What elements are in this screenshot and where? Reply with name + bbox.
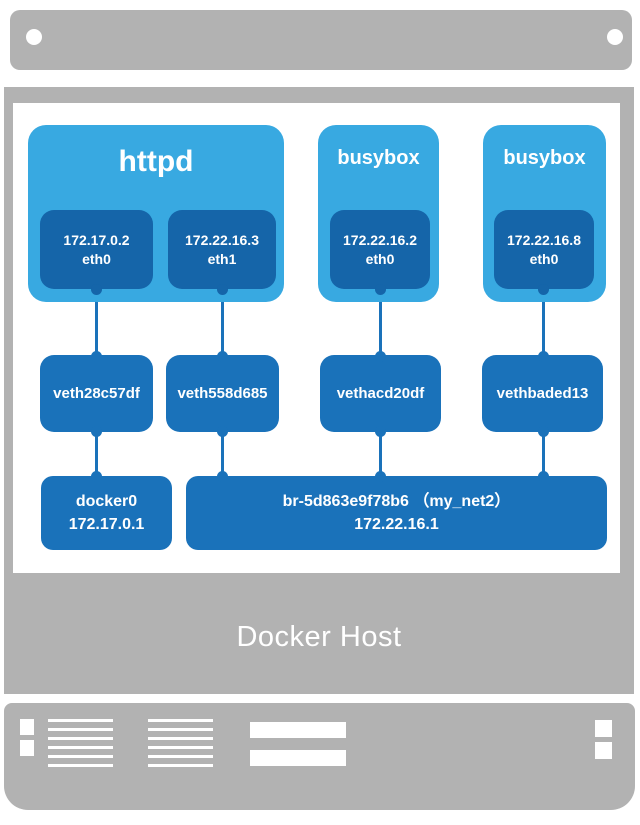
connector-dot <box>216 470 228 482</box>
screw-hole-icon <box>26 29 42 45</box>
vent-line <box>48 719 113 722</box>
interface-name: eth0 <box>529 250 559 267</box>
container-title: busybox <box>503 147 586 169</box>
connector-dot <box>216 350 228 362</box>
port-square <box>20 740 34 756</box>
host-bottom-panel <box>4 703 635 810</box>
vent-line <box>148 764 213 767</box>
interface-box-httpd-eth1: 172.22.16.3 eth1 <box>168 210 276 289</box>
interface-box-busybox1-eth0: 172.22.16.2 eth0 <box>330 210 430 289</box>
connector-dot <box>537 283 549 295</box>
port-square <box>20 719 34 735</box>
bridge-name: br-5d863e9f78b6 （my_net2） <box>282 493 511 510</box>
connector-line <box>541 287 545 357</box>
drive-bay-slot <box>250 750 346 766</box>
drive-bay-slot <box>250 722 346 738</box>
veth-box-2: veth558d685 <box>166 355 279 432</box>
interface-ip: 172.22.16.8 <box>507 231 581 248</box>
vent-line <box>48 728 113 731</box>
vent-line <box>148 746 213 749</box>
container-title: busybox <box>337 147 420 169</box>
veth-label: veth28c57df <box>53 385 140 402</box>
vent-line <box>148 755 213 758</box>
vent-line <box>148 719 213 722</box>
veth-box-3: vethacd20df <box>320 355 441 432</box>
connector-dot <box>216 283 228 295</box>
connector-line <box>378 429 382 477</box>
connector-dot <box>537 350 549 362</box>
vent-line <box>148 737 213 740</box>
container-title: httpd <box>118 145 194 178</box>
connector-dot <box>537 425 549 437</box>
connector-dot <box>374 350 386 362</box>
connector-dot <box>90 470 102 482</box>
connector-dot <box>374 425 386 437</box>
vent-line <box>48 737 113 740</box>
veth-label: vethbaded13 <box>496 385 589 402</box>
interface-ip: 172.17.0.2 <box>63 231 130 248</box>
bridge-box-docker0: docker0 172.17.0.1 <box>41 476 172 550</box>
connector-line <box>220 429 224 477</box>
connector-line <box>94 429 98 477</box>
interface-name: eth0 <box>82 250 111 267</box>
veth-label: vethacd20df <box>336 385 425 402</box>
connector-dot <box>216 425 228 437</box>
port-square <box>595 720 612 737</box>
connector-line <box>94 287 98 357</box>
interface-ip: 172.22.16.2 <box>343 231 417 248</box>
veth-box-1: veth28c57df <box>40 355 153 432</box>
screw-hole-icon <box>607 29 623 45</box>
connector-line <box>220 287 224 357</box>
interface-box-httpd-eth0: 172.17.0.2 eth0 <box>40 210 153 289</box>
connector-dot <box>90 283 102 295</box>
connector-line <box>541 429 545 477</box>
interface-box-busybox2-eth0: 172.22.16.8 eth0 <box>494 210 594 289</box>
bridge-ip: 172.17.0.1 <box>68 516 145 533</box>
host-label: Docker Host <box>236 621 402 653</box>
connector-dot <box>90 425 102 437</box>
interface-name: eth1 <box>207 250 237 267</box>
interface-name: eth0 <box>365 250 395 267</box>
vent-line <box>48 764 113 767</box>
bridge-name: docker0 <box>75 493 138 510</box>
veth-label: veth558d685 <box>177 385 268 402</box>
bridge-ip: 172.22.16.1 <box>354 516 439 533</box>
vent-line <box>148 728 213 731</box>
vent-line <box>48 755 113 758</box>
vent-line <box>48 746 113 749</box>
veth-box-4: vethbaded13 <box>482 355 603 432</box>
connector-line <box>378 287 382 357</box>
connector-dot <box>537 470 549 482</box>
port-square <box>595 742 612 759</box>
host-top-bar <box>10 10 632 70</box>
connector-dot <box>374 470 386 482</box>
bridge-box-my-net2: br-5d863e9f78b6 （my_net2） 172.22.16.1 <box>186 476 607 550</box>
connector-dot <box>90 350 102 362</box>
interface-ip: 172.22.16.3 <box>185 231 259 248</box>
connector-dot <box>374 283 386 295</box>
